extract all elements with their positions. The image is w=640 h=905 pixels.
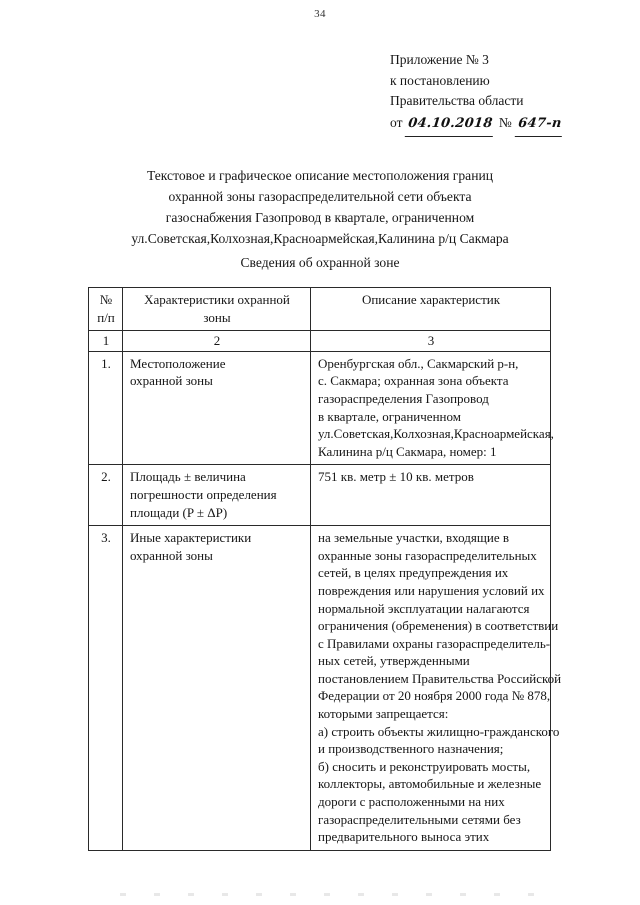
header-characteristics-line-2: зоны (203, 309, 231, 325)
characteristic-line: охранной зоны (130, 373, 213, 389)
description-line: в квартале, ограниченном (318, 408, 461, 424)
row-description: на земельные участки, входящие в охранны… (310, 525, 562, 851)
document-title: Текстовое и графическое описание местопо… (20, 165, 620, 249)
decree-prefix: от (390, 114, 403, 130)
characteristic-line: Иные характеристики (130, 530, 252, 546)
description-line: предварительного выноса этих (318, 829, 490, 845)
decree-reference-line: от 04.10.2018 № 647-п (390, 113, 620, 136)
description-line: ных сетей, утвержденными (318, 653, 470, 669)
header-index-line-2: п/п (97, 309, 115, 325)
page-number: 34 (314, 8, 326, 20)
appendix-line-2: к постановлению (390, 72, 490, 88)
column-number-1: 1 (88, 330, 123, 352)
row-index: 3. (88, 525, 123, 851)
decree-number-handwritten: 647-п (514, 113, 565, 136)
description-line: постановлением Правительства Российской (318, 670, 562, 686)
header-cell-description: Описание характеристик (310, 286, 551, 332)
decree-date-handwritten: 04.10.2018 (405, 113, 497, 136)
column-number-3: 3 (310, 330, 551, 352)
description-line: газораспределения Газопровод (318, 390, 489, 406)
title-line-4: ул.Советская,Колхозная,Красноармейская,К… (131, 231, 509, 246)
description-line: охранные зоны газораспределительных (318, 547, 537, 563)
description-line: с. Сакмара; охранная зона объекта (318, 373, 509, 389)
header-index-line-1: № (99, 292, 113, 307)
protection-zone-table: № п/п Характеристики охранной зоны Описа… (88, 286, 562, 851)
description-line: и производственного назначения; (318, 741, 504, 757)
column-number-2: 2 (122, 330, 311, 352)
number-sign: № (498, 114, 512, 130)
section-heading: Сведения об охранной зоне (240, 255, 400, 270)
table-row: 3. Иные характеристики охранной зоны на … (88, 525, 562, 851)
characteristic-line: площади (P ± ΔP) (130, 504, 228, 520)
title-line-2: охранной зоны газораспределительной сети… (168, 189, 472, 204)
appendix-header-block: Приложение № 3 к постановлению Правитель… (390, 50, 620, 136)
table-header-row: № п/п Характеристики охранной зоны Описа… (88, 286, 551, 332)
description-line: которыми запрещается: (318, 706, 449, 722)
header-characteristics-line-1: Характеристики охранной (144, 292, 290, 307)
appendix-line-1: Приложение № 3 (390, 52, 489, 67)
description-line: Федерации от 20 ноября 2000 года № 878, (318, 688, 551, 704)
header-cell-characteristics: Характеристики охранной зоны (122, 286, 311, 332)
description-line: б) сносить и реконструировать мосты, (318, 758, 531, 774)
table-row: 2. Площадь ± величина погрешности опреде… (88, 464, 551, 527)
characteristic-line: погрешности определения (130, 486, 277, 502)
table-row: 1. Местоположение охранной зоны Оренбург… (88, 350, 554, 466)
description-line: ул.Советская,Колхозная,Красноармейская, (318, 426, 554, 442)
description-line: дороги с расположенными на них (318, 794, 505, 810)
description-line: Калинина р/ц Сакмара, номер: 1 (318, 443, 497, 459)
description-line: коллекторы, автомобильные и железные (318, 776, 542, 792)
description-line: газораспределительными сетями без (318, 811, 521, 827)
characteristic-line: охранной зоны (130, 547, 213, 563)
row-characteristic: Иные характеристики охранной зоны (122, 525, 311, 851)
description-line: а) строить объекты жилищно-гражданского (318, 723, 560, 739)
characteristic-line: Площадь ± величина (130, 469, 246, 485)
description-line: Оренбургская обл., Сакмарский р-н, (318, 355, 519, 371)
row-characteristic: Площадь ± величина погрешности определен… (122, 464, 311, 527)
row-description: 751 кв. метр ± 10 кв. метров (310, 464, 551, 527)
description-line: 751 кв. метр ± 10 кв. метров (318, 469, 474, 485)
characteristic-line: Местоположение (130, 355, 226, 371)
row-index: 2. (88, 464, 123, 527)
appendix-line-3: Правительства области (390, 93, 524, 108)
description-line: нормальной эксплуатации налагаются (318, 600, 530, 616)
scan-artifact (120, 893, 540, 896)
row-description: Оренбургская обл., Сакмарский р-н, с. Са… (310, 350, 554, 466)
description-line: повреждения или нарушения условий их (318, 582, 545, 598)
title-line-3: газоснабжения Газопровод в квартале, огр… (165, 210, 475, 225)
header-cell-index: № п/п (88, 286, 123, 332)
title-line-1: Текстовое и графическое описание местопо… (146, 168, 494, 183)
description-line: ограничения (обременения) в соответствии (318, 618, 559, 634)
description-line: с Правилами охраны газораспределитель- (318, 635, 551, 651)
row-characteristic: Местоположение охранной зоны (122, 350, 311, 466)
row-index: 1. (88, 350, 123, 466)
description-line: сетей, в целях предупреждения их (318, 565, 509, 581)
table-column-number-row: 1 2 3 (88, 330, 551, 352)
description-line: на земельные участки, входящие в (318, 530, 510, 546)
